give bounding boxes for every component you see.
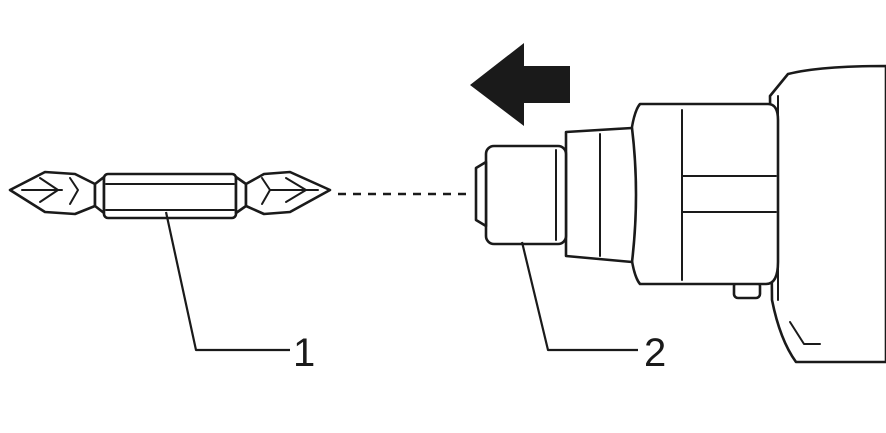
- callout-1: 1: [293, 331, 315, 375]
- arrow-left-icon: [470, 43, 570, 126]
- tool-body: [474, 64, 886, 364]
- driver-bit: [8, 170, 332, 220]
- callout-2: 2: [644, 331, 666, 375]
- leader-line-1: [164, 211, 290, 352]
- leader-line-2: [520, 241, 638, 352]
- sleeve: [484, 144, 568, 246]
